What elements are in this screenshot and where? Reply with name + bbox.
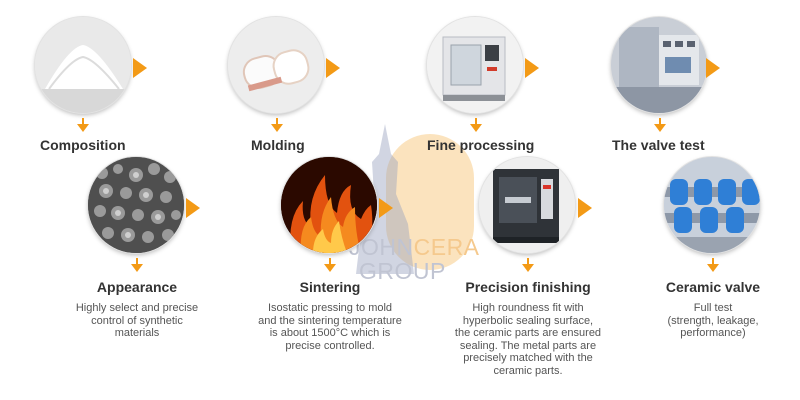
arrow-down-icon: [324, 258, 336, 272]
step-title-appearance: Appearance: [96, 279, 178, 295]
step-desc-ceramic-valve: Full test (strength, leakage, performanc…: [667, 302, 759, 340]
arrow-right-icon: [525, 58, 539, 78]
arrow-down-icon: [77, 118, 89, 132]
step-title-valve-test: The valve test: [612, 137, 705, 153]
molding-image: [228, 17, 324, 113]
arrow-right-icon: [706, 58, 720, 78]
precision-finishing-image: [479, 157, 575, 253]
watermark-sun-shape: [386, 134, 474, 270]
white-powder-icon: [35, 17, 131, 113]
step-title-ceramic-valve: Ceramic valve: [665, 279, 761, 295]
appearance-image: [88, 157, 184, 253]
fire-icon: [281, 157, 377, 253]
step-title-composition: Composition: [40, 137, 126, 153]
step-title-fine-processing: Fine processing: [427, 137, 535, 153]
watermark-line1: JOHNCERA: [349, 234, 480, 260]
arrow-down-icon: [707, 258, 719, 272]
fine-processing-image: [427, 17, 523, 113]
arrow-down-icon: [271, 118, 283, 132]
watermark-line2: GROUP: [359, 258, 446, 284]
microstructure-icon: [88, 157, 184, 253]
step-desc-sintering: Isostatic pressing to mold and the sinte…: [258, 302, 402, 352]
step-title-sintering: Sintering: [299, 279, 361, 295]
step-title-molding: Molding: [251, 137, 305, 153]
arrow-right-icon: [379, 198, 393, 218]
ceramic-blanks-icon: [228, 17, 324, 113]
arrow-down-icon: [654, 118, 666, 132]
valve-test-image: [611, 17, 707, 113]
step-desc-appearance: Highly select and precise control of syn…: [75, 302, 199, 340]
arrow-down-icon: [470, 118, 482, 132]
arrow-right-icon: [133, 58, 147, 78]
cnc-machine-icon: [427, 17, 523, 113]
arrow-down-icon: [131, 258, 143, 272]
step-desc-precision-finishing: High roundness fit with hyperbolic seali…: [454, 302, 602, 377]
composition-image: [35, 17, 131, 113]
test-bench-icon: [611, 17, 707, 113]
arrow-right-icon: [578, 198, 592, 218]
ceramic-valves-icon: [664, 157, 760, 253]
ceramic-valve-image: [664, 157, 760, 253]
sintering-image: [281, 157, 377, 253]
arrow-right-icon: [186, 198, 200, 218]
machining-center-icon: [479, 157, 575, 253]
arrow-down-icon: [522, 258, 534, 272]
step-title-precision-finishing: Precision finishing: [465, 279, 591, 295]
arrow-right-icon: [326, 58, 340, 78]
